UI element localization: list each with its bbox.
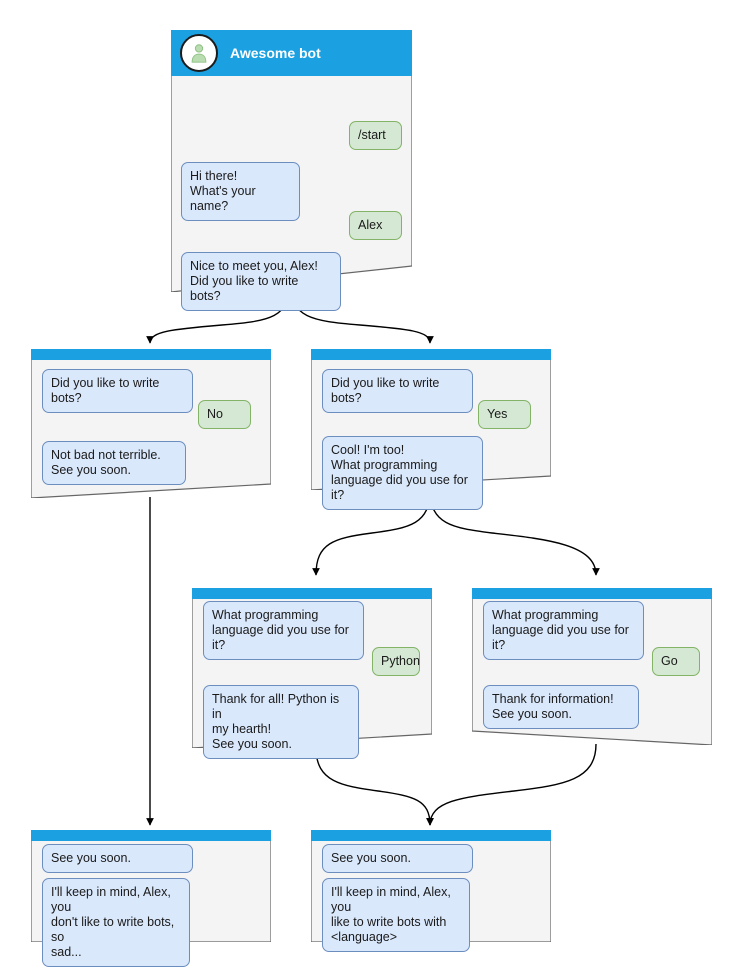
user-avatar-icon [180,34,218,72]
card-go-branch[interactable]: What programming language did you use fo… [472,588,712,745]
card-end-sad[interactable]: See you soon. I'll keep in mind, Alex, y… [31,830,271,967]
card-no-branch[interactable]: Did you like to write bots? No Not bad n… [31,349,271,498]
message-bubble[interactable]: See you soon. [322,844,473,873]
message-bubble[interactable]: Go [652,647,700,676]
card-end-sad-header [31,830,271,841]
message-bubble[interactable]: Thank for information! See you soon. [483,685,639,729]
message-bubble[interactable]: Yes [478,400,531,429]
message-bubble[interactable]: No [198,400,251,429]
card-root-header: Awesome bot [171,30,412,76]
message-bubble[interactable]: Thank for all! Python is in my hearth! S… [203,685,359,759]
message-bubble[interactable]: Hi there! What's your name? [181,162,300,221]
message-bubble[interactable]: Cool! I'm too! What programming language… [322,436,483,510]
card-end-happy[interactable]: See you soon. I'll keep in mind, Alex, y… [311,830,551,952]
card-python-branch[interactable]: What programming language did you use fo… [192,588,432,759]
card-yes-branch-header [311,349,551,360]
card-root[interactable]: Awesome bot /start Hi there! What's your… [171,30,412,311]
message-bubble[interactable]: See you soon. [42,844,193,873]
message-bubble[interactable]: Not bad not terrible. See you soon. [42,441,186,485]
card-yes-branch[interactable]: Did you like to write bots? Yes Cool! I'… [311,349,551,510]
card-no-branch-header [31,349,271,360]
message-bubble[interactable]: What programming language did you use fo… [483,601,644,660]
edge-python-to-end-happy [315,747,434,826]
message-bubble[interactable]: Alex [349,211,402,240]
message-bubble[interactable]: Nice to meet you, Alex! Did you like to … [181,252,341,311]
message-bubble[interactable]: I'll keep in mind, Alex, you don't like … [42,878,190,967]
message-bubble[interactable]: Did you like to write bots? [322,369,473,413]
card-go-branch-header [472,588,712,599]
bot-name-label: Awesome bot [230,45,321,61]
message-bubble[interactable]: /start [349,121,402,150]
edge-go-to-end-happy [426,743,597,826]
person-glyph [191,44,207,63]
message-bubble[interactable]: Python [372,647,420,676]
message-bubble[interactable]: What programming language did you use fo… [203,601,364,660]
card-end-happy-header [311,830,551,841]
message-bubble[interactable]: Did you like to write bots? [42,369,193,413]
message-bubble[interactable]: I'll keep in mind, Alex, you like to wri… [322,878,470,952]
card-python-branch-header [192,588,432,599]
